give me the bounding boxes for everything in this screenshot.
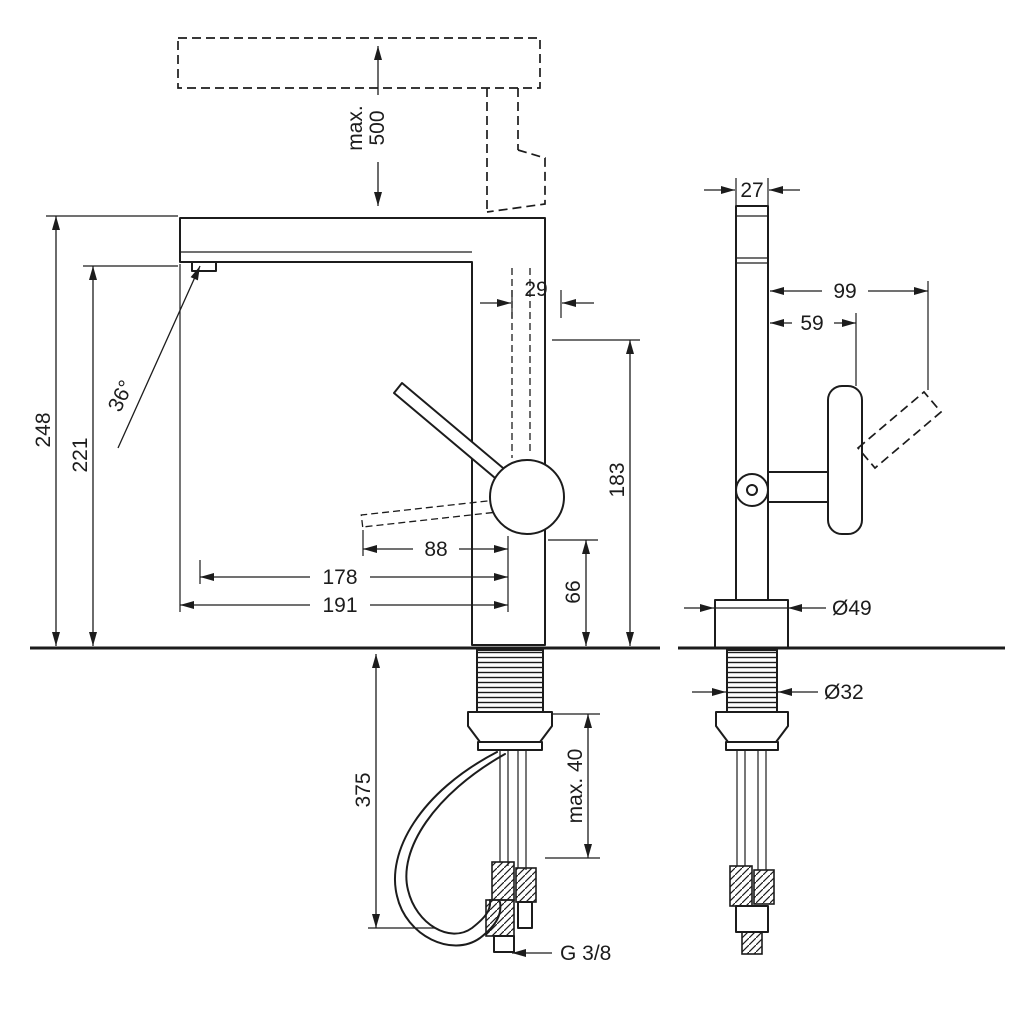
label-178: 178: [322, 566, 357, 589]
label-183: 183: [606, 462, 629, 497]
label-59: 59: [800, 312, 823, 335]
dim-dia49: Ø49: [684, 597, 872, 620]
label-g38: G 3/8: [560, 942, 611, 965]
base-flange-side: [714, 599, 789, 649]
pivot-center-dot: [746, 484, 758, 496]
dim-29: 29: [480, 278, 594, 318]
dim-label-backplate: [792, 311, 834, 335]
dim-max40: max. 40: [545, 713, 600, 859]
dim-248: 248: [32, 215, 178, 646]
pullout-raised-dashed-outline: [177, 37, 546, 213]
dim-66: 66: [548, 539, 598, 646]
undercounter-front: [393, 649, 553, 953]
label-max40: max. 40: [564, 749, 587, 824]
label-dia32: Ø32: [824, 681, 864, 704]
label-27: 27: [740, 179, 763, 202]
faucet-front-body: [179, 217, 565, 646]
dim-g38: G 3/8: [512, 942, 611, 965]
label-36deg: 36°: [104, 377, 139, 416]
dim-183: 183: [552, 339, 640, 646]
dim-99: 99: [770, 279, 929, 390]
dim-label-backplate: [310, 565, 370, 589]
undercounter-side: [715, 649, 789, 955]
label-191: 191: [322, 594, 357, 617]
dim-max500: max. 500: [344, 46, 389, 206]
handle-lever-dashed-side: [856, 390, 943, 470]
dim-221: 221: [69, 265, 178, 646]
label-dia49: Ø49: [832, 597, 872, 620]
handle-pivot-side: [735, 473, 769, 507]
label-88: 88: [424, 538, 447, 561]
dim-88: 88: [362, 530, 509, 612]
dim-dia32: Ø32: [692, 681, 864, 704]
dim-label-backplate: [822, 279, 868, 303]
dim-label-backplate: [413, 537, 459, 561]
label-375: 375: [352, 772, 375, 807]
dim-27: 27: [704, 178, 800, 206]
dim-178: 178: [199, 560, 508, 589]
dim-375: 375: [352, 654, 435, 929]
label-500: 500: [366, 110, 389, 145]
label-99: 99: [833, 280, 856, 303]
dim-59: 59: [770, 311, 857, 386]
label-248: 248: [32, 412, 55, 447]
dim-label-backplate: [310, 593, 370, 617]
label-max: max.: [344, 105, 367, 151]
label-29: 29: [524, 278, 547, 301]
dim-36deg: 36°: [104, 265, 201, 449]
handle-pivot-front: [489, 459, 565, 535]
dim-191: 191: [179, 264, 508, 617]
handle-lever-front: [393, 382, 510, 484]
handle-lever-side: [827, 385, 863, 535]
faucet-side-body: [714, 205, 943, 649]
label-66: 66: [562, 580, 585, 603]
label-221: 221: [69, 437, 92, 472]
